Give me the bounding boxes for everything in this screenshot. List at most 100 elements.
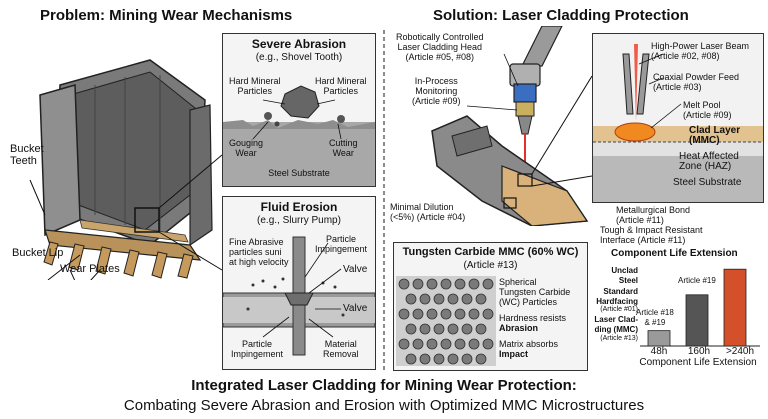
wc-particle — [426, 338, 438, 350]
wc-particle — [454, 308, 466, 320]
wc-particle — [419, 293, 431, 305]
impingement-bottom-label: Particle Impingement — [231, 339, 284, 359]
cladding-head-label: Robotically Controlled Laser Cladding He… — [396, 32, 484, 62]
cladding-detail-panel: High-Power Laser Beam (Article #02, #08)… — [592, 33, 764, 203]
wc-particle — [405, 323, 417, 335]
laser-beam-label: High-Power Laser Beam (Article #02, #08) — [651, 41, 750, 61]
wc-particle — [482, 308, 494, 320]
wc-particle — [440, 278, 452, 290]
tick-160h: 160h — [687, 346, 711, 357]
tick-240h: >240h — [725, 346, 755, 357]
monitoring-label: In-Process Monitoring (Article #09) — [412, 76, 461, 106]
valve-top-label: Valve — [343, 264, 368, 275]
mmc-panel: Tungsten Carbide MMC (60% WC) (Article #… — [393, 242, 588, 371]
row-label-hardfacing: Standard Hardfacing — [596, 287, 638, 306]
bar-240h — [723, 268, 747, 347]
wc-particle — [468, 308, 480, 320]
bar-note-article19: Article #19 — [678, 276, 716, 285]
wc-particle — [440, 338, 452, 350]
wc-particle — [482, 338, 494, 350]
wc-particle — [461, 323, 473, 335]
spherical-wc-label: Spherical Tungsten Carbide (WC) Particle… — [499, 277, 571, 307]
abrasion-illustration — [223, 85, 375, 186]
cladding-cross-section — [593, 44, 763, 202]
wear-plates-label: Wear Plates — [60, 263, 120, 275]
bar-48h — [647, 330, 671, 347]
matrix-label: Matrix absorbs — [499, 339, 559, 349]
bucket-illustration — [29, 59, 223, 280]
wc-particle — [447, 353, 459, 365]
wc-particle — [405, 353, 417, 365]
row-label-laser: Laser Clad- ding (MMC) — [594, 315, 638, 334]
wc-particle — [454, 338, 466, 350]
mmc-microstructure — [396, 276, 496, 366]
wc-particle — [419, 323, 431, 335]
erosion-subtitle: (e.g., Slurry Pump) — [257, 215, 341, 226]
erosion-illustration — [223, 236, 375, 356]
wc-particle — [433, 353, 445, 365]
wc-particle — [468, 338, 480, 350]
wc-particle — [454, 278, 466, 290]
hardness-label: Hardness resists — [499, 313, 567, 323]
footer-line-1: Integrated Laser Cladding for Mining Wea… — [191, 377, 577, 394]
divider — [383, 30, 385, 370]
wc-particle — [482, 278, 494, 290]
cladding-robot-illustration — [431, 26, 592, 226]
mmc-title: Tungsten Carbide MMC (60% WC) — [402, 246, 579, 258]
chart-title: Component Life Extension — [611, 248, 738, 259]
wc-particle — [419, 353, 431, 365]
abrasion-particles-left: Hard Mineral Particles — [229, 76, 281, 96]
wc-particle — [475, 323, 487, 335]
wc-particle — [412, 338, 424, 350]
interface-label: Tough & Impact Resistant Interface (Arti… — [600, 225, 703, 245]
row-note-hardfacing: (Article #01) — [600, 306, 638, 313]
gouging-wear-label: Gouging Wear — [229, 138, 264, 158]
impingement-top-label: Particle Impingement — [315, 234, 368, 254]
row-note-laser: (Article #13) — [600, 335, 638, 342]
wc-particle — [405, 293, 417, 305]
wc-particle — [398, 338, 410, 350]
melt-pool-label: Melt Pool (Article #09) — [683, 100, 732, 120]
problem-title: Problem: Mining Wear Mechanisms — [40, 7, 293, 24]
wc-particle — [440, 308, 452, 320]
abrasion-emphasis: Abrasion — [499, 323, 539, 333]
erosion-title: Fluid Erosion — [260, 200, 338, 214]
erosion-panel: Fluid Erosion (e.g., Slurry Pump) Fine A… — [222, 196, 376, 370]
wc-particle — [461, 353, 473, 365]
material-removal-label: Material Removal — [323, 339, 359, 359]
wc-particle — [461, 293, 473, 305]
wc-particle — [475, 293, 487, 305]
chart-xlabel: Component Life Extension — [639, 357, 757, 368]
abrasion-title: Severe Abrasion — [251, 37, 347, 51]
mmc-subtitle: (Article #13) — [463, 260, 518, 271]
wc-particle — [426, 308, 438, 320]
bond-label: Metallurgical Bond (Article #11) — [616, 205, 691, 225]
wc-particle — [447, 293, 459, 305]
clad-layer-label: Clad Layer (MMC) — [689, 125, 741, 146]
bar-note-laser: Article #18 & #19 — [636, 308, 674, 327]
wc-particle — [426, 278, 438, 290]
solution-title: Solution: Laser Cladding Protection — [433, 7, 689, 24]
fine-particles-label: Fine Abrasive particles suni at high vel… — [229, 237, 289, 267]
powder-feed-label: Coaxial Powder Feed (Article #03) — [653, 72, 740, 92]
tick-48h: 48h — [650, 346, 668, 357]
life-chart — [640, 268, 760, 347]
abrasion-substrate-label: Steel Substrate — [268, 168, 330, 178]
row-label-unclad: Unclad Steel — [611, 266, 638, 285]
impact-emphasis: Impact — [499, 349, 529, 359]
wc-particle — [433, 323, 445, 335]
wc-particle — [398, 278, 410, 290]
cutting-wear-label: Cutting Wear — [329, 138, 358, 158]
detail-substrate-label: Steel Substrate — [673, 177, 742, 188]
bar-160h — [685, 294, 709, 347]
wc-particle — [412, 278, 424, 290]
footer-line-2: Combating Severe Abrasion and Erosion wi… — [123, 397, 645, 414]
wc-particle — [398, 308, 410, 320]
bucket-teeth-label: Bucket Teeth — [10, 143, 44, 167]
valve-mid-label: Valve — [343, 303, 368, 314]
wc-particle — [412, 308, 424, 320]
abrasion-panel: Severe Abrasion (e.g., Shovel Tooth) Har… — [222, 33, 376, 187]
bucket-lip-label: Bucket Lip — [12, 247, 64, 259]
wc-particle — [447, 323, 459, 335]
wc-particle — [475, 353, 487, 365]
